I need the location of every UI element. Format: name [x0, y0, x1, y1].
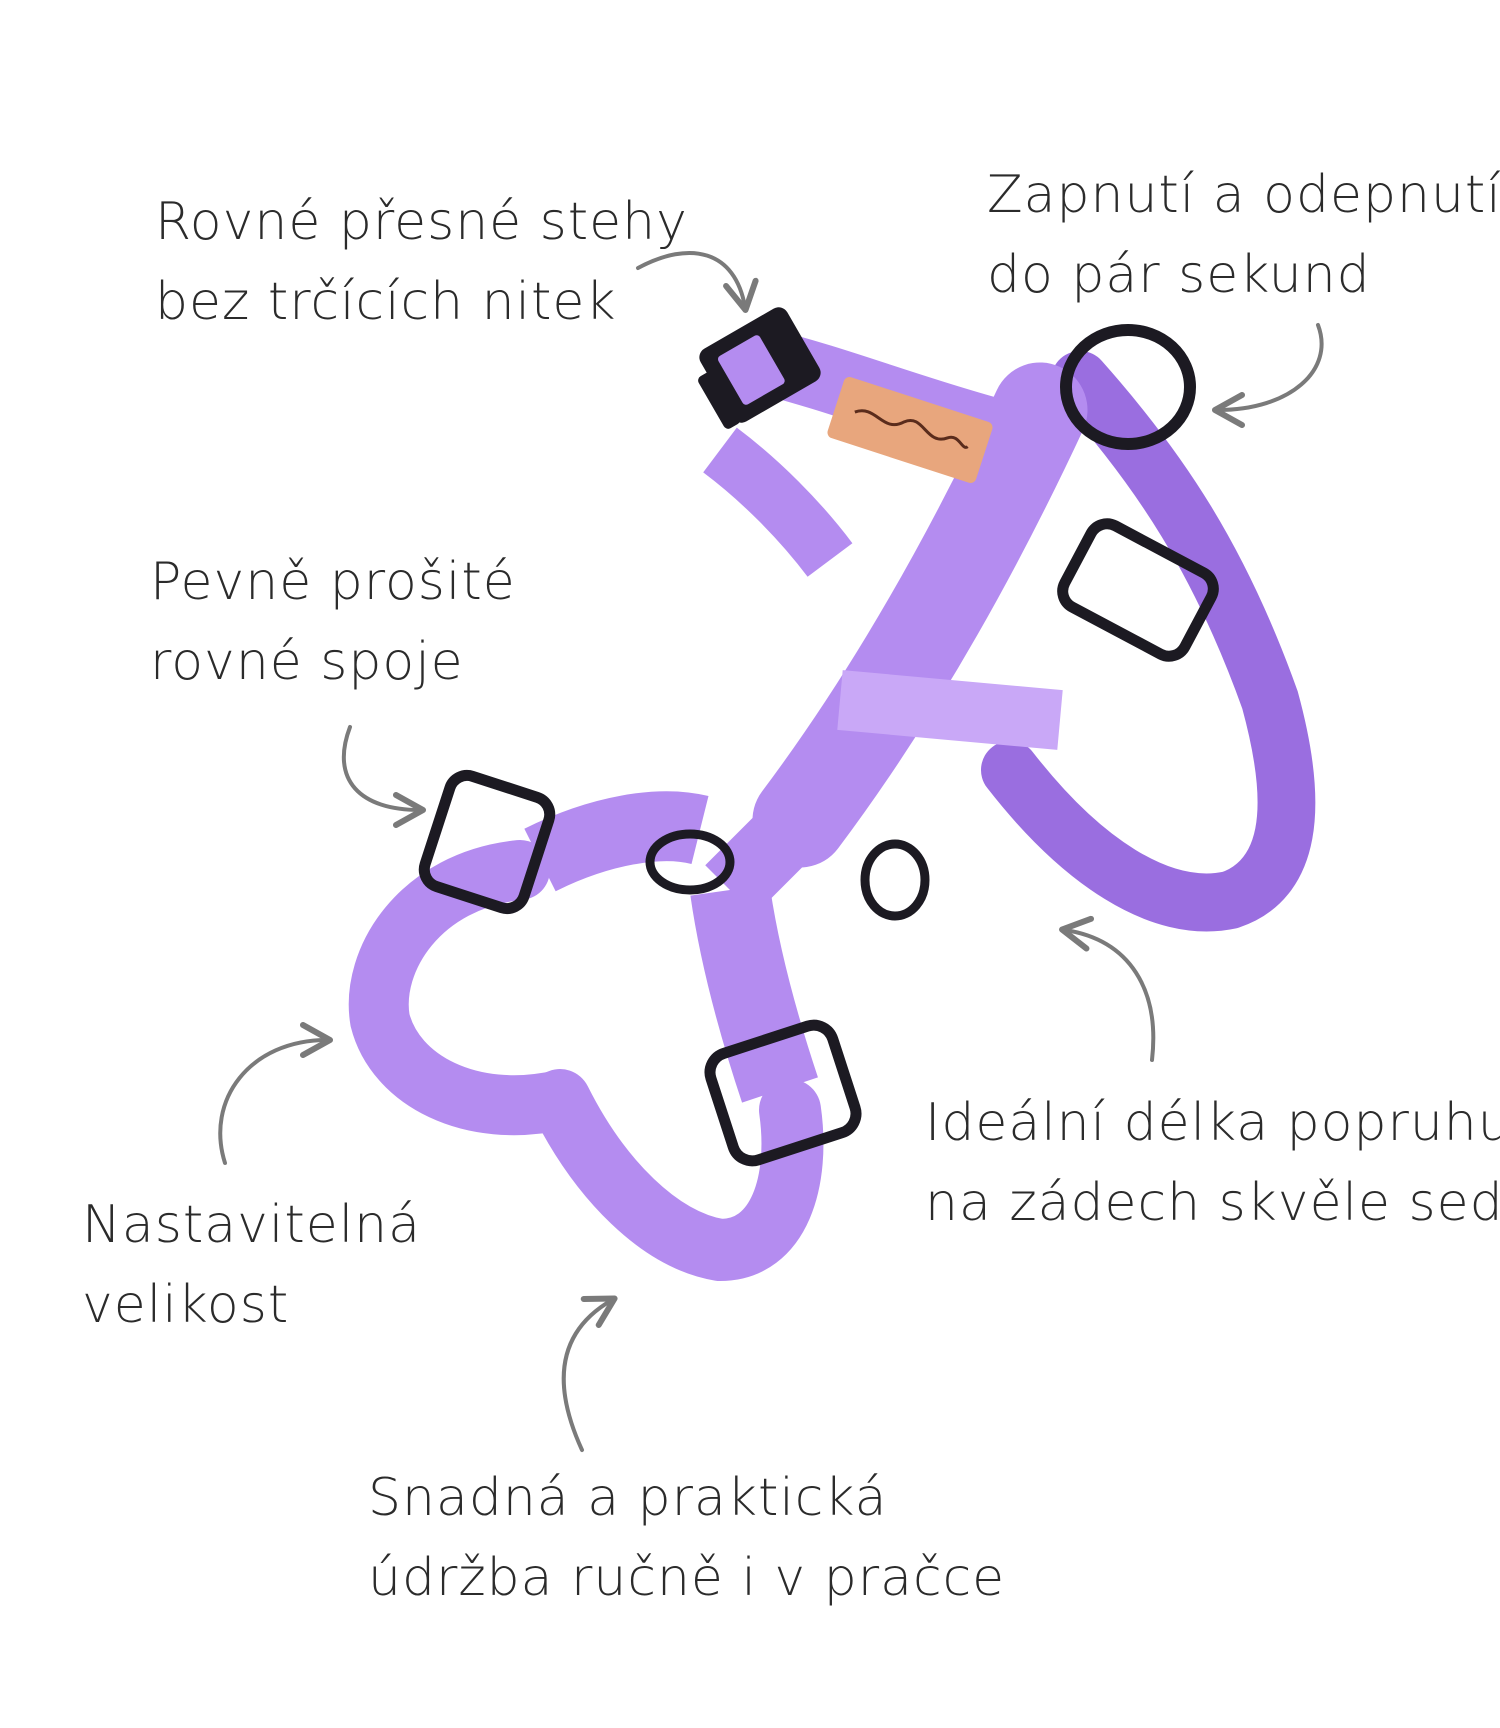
front-bottom-loop: [529, 1069, 824, 1282]
d-ring-icon: [1060, 324, 1196, 450]
left-chest-loop: [348, 840, 590, 1136]
right-girth-loop: [981, 351, 1316, 932]
curved-arrow-icon: [561, 1295, 618, 1452]
callout-seams-line2: rovné spoje: [150, 632, 464, 692]
chest-strap-upper: [524, 791, 709, 892]
callout-stitches-line1: Rovné přesné stehy: [155, 192, 688, 252]
back-strap: [752, 362, 1088, 868]
o-ring-icon: [645, 829, 735, 895]
callout-buckle-line2: do pár sekund: [987, 245, 1371, 305]
callout-arrows: [218, 251, 1324, 1452]
callout-size: Nastavitelná velikost: [82, 1185, 421, 1345]
callout-stitches: Rovné přesné stehy bez trčících nitek: [155, 182, 688, 342]
callout-buckle: Zapnutí a odepnutí do pár sekund: [987, 155, 1500, 315]
callout-buckle-line1: Zapnutí a odepnutí: [987, 165, 1500, 225]
chest-strap-vertical: [690, 884, 818, 1103]
callout-care: Snadná a praktická údržba ručně i v prač…: [368, 1458, 1005, 1618]
slider-icon: [704, 1019, 862, 1167]
leather-patch-icon: [827, 377, 993, 483]
callout-back-line1: Ideální délka popruhu: [925, 1093, 1500, 1153]
chest-strap-link: [705, 795, 825, 915]
o-ring-icon: [860, 839, 930, 921]
callout-size-line2: velikost: [82, 1275, 290, 1335]
curved-arrow-icon: [1059, 915, 1156, 1062]
hardware: [418, 307, 1219, 1167]
callout-seams-line1: Pevně prošité: [150, 552, 516, 612]
curved-arrow-icon: [341, 725, 426, 828]
buckle-icon: [698, 307, 821, 429]
callout-stitches-line2: bez trčících nitek: [155, 272, 617, 332]
curved-arrow-icon: [218, 1022, 333, 1165]
callout-size-line1: Nastavitelná: [82, 1195, 421, 1255]
callout-back-line2: na zádech skvěle sedí: [925, 1173, 1500, 1233]
callout-care-line1: Snadná a praktická: [368, 1468, 888, 1528]
neck-strap-lower: [703, 427, 853, 577]
callout-back: Ideální délka popruhu na zádech skvěle s…: [925, 1083, 1500, 1243]
slider-icon: [418, 769, 556, 915]
curved-arrow-icon: [1212, 323, 1324, 428]
center-connector: [837, 670, 1063, 750]
callout-care-line2: údržba ručně i v pračce: [368, 1548, 1006, 1608]
harness: [348, 327, 1316, 1282]
slider-icon: [1057, 518, 1219, 662]
curved-arrow-icon: [636, 251, 759, 313]
callout-seams: Pevně prošité rovné spoje: [150, 542, 516, 702]
